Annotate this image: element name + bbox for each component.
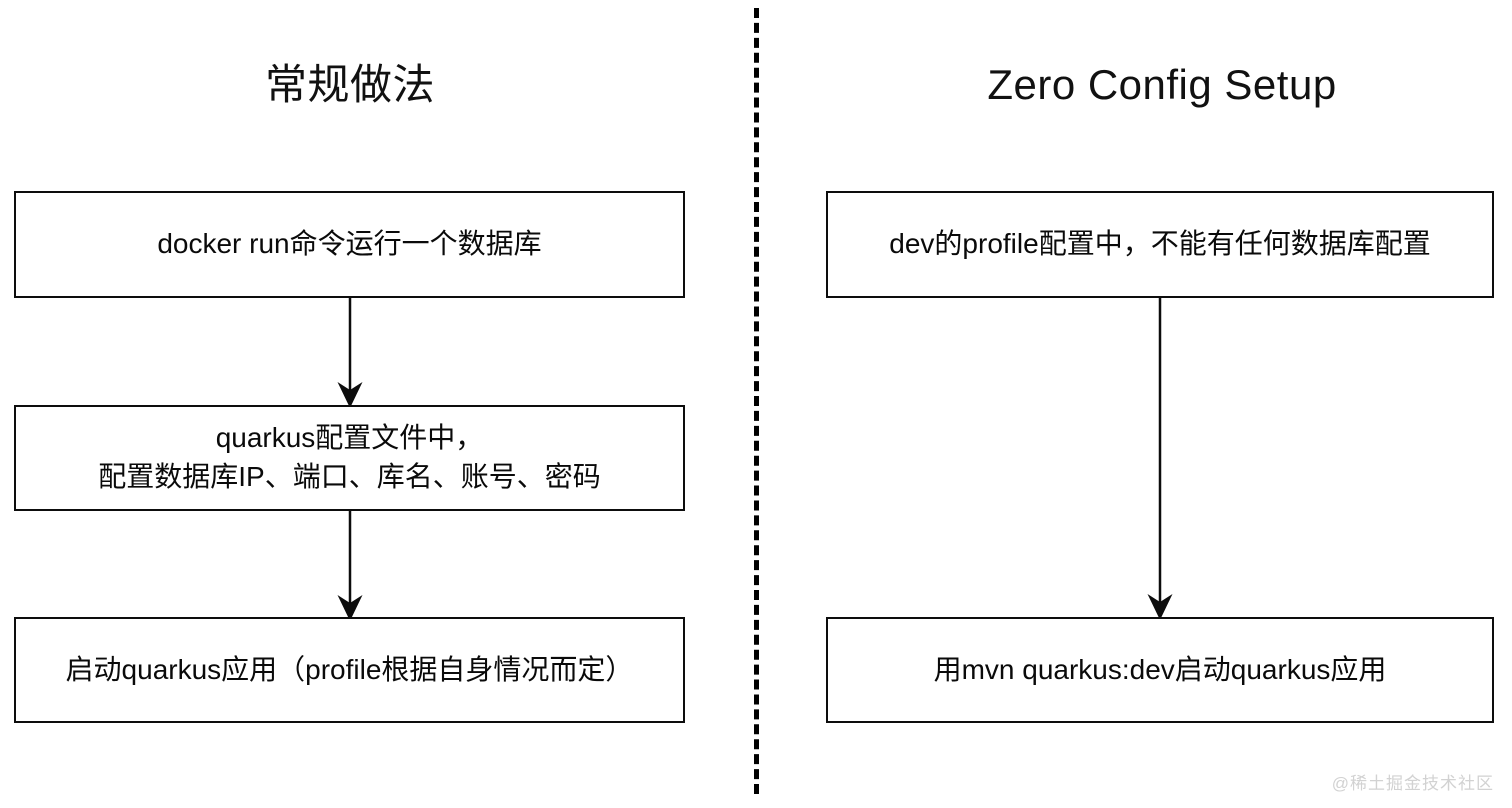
flow-box-dev-profile-no-db-config: dev的profile配置中，不能有任何数据库配置: [826, 191, 1494, 298]
flow-box-line: quarkus配置文件中，: [215, 422, 484, 454]
flow-box-line: 用mvn quarkus:dev启动quarkus应用: [933, 653, 1387, 685]
arrow-down-l2-to-l3: [337, 509, 363, 621]
flow-box-start-quarkus-app: 启动quarkus应用（profile根据自身情况而定）: [14, 617, 685, 723]
flow-box-line: dev的profile配置中，不能有任何数据库配置: [889, 228, 1431, 260]
flow-box-quarkus-config: quarkus配置文件中， 配置数据库IP、端口、库名、账号、密码: [14, 405, 685, 511]
watermark: @稀土掘金技术社区: [1331, 774, 1494, 793]
arrow-down-l1-to-l2: [337, 296, 363, 408]
flow-box-mvn-quarkus-dev: 用mvn quarkus:dev启动quarkus应用: [826, 617, 1494, 723]
flow-box-docker-run: docker run命令运行一个数据库: [14, 191, 685, 298]
column-title-zero-config: Zero Config Setup: [987, 61, 1337, 108]
flow-box-line: 配置数据库IP、端口、库名、账号、密码: [98, 461, 601, 492]
arrow-down-r1-to-r2: [1147, 296, 1173, 620]
flow-box-line: docker run命令运行一个数据库: [157, 228, 542, 260]
column-title-conventional: 常规做法: [264, 61, 435, 108]
flow-box-line: 启动quarkus应用（profile根据自身情况而定）: [65, 653, 634, 685]
vertical-dashed-divider: [754, 8, 759, 794]
